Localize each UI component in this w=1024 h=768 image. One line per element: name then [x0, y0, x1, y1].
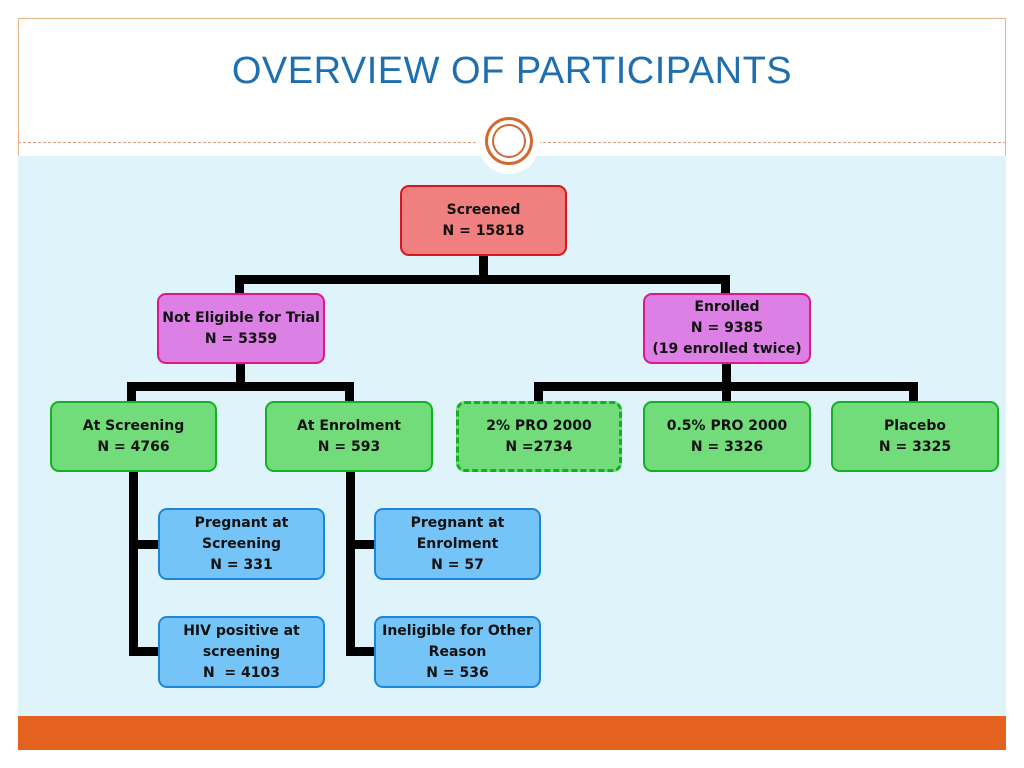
connector-to-placebo — [909, 382, 918, 401]
ineligible-other-line1: Ineligible for Other — [382, 622, 533, 639]
connector-screened-down — [479, 255, 488, 279]
pro-2pct-count: N =2734 — [505, 438, 573, 455]
connector-to-pregnant-enrolment — [346, 540, 376, 549]
pregnant-screening-line2: Screening — [201, 535, 282, 552]
pro-05pct-count: N = 3326 — [690, 438, 764, 455]
screened-box: Screened N = 15818 — [400, 185, 567, 256]
screened-label: Screened — [446, 201, 521, 218]
connector-to-pro-2pct — [534, 382, 543, 401]
connector-enrolled-down — [722, 364, 731, 386]
pregnant-enrolment-box: Pregnant at Enrolment N = 57 — [374, 508, 541, 580]
pregnant-screening-count: N = 331 — [210, 556, 273, 573]
not-eligible-count: N = 5359 — [204, 330, 278, 347]
connector-not-eligible-down — [236, 364, 245, 386]
pregnant-enrolment-count: N = 57 — [431, 556, 484, 573]
placebo-label: Placebo — [884, 417, 946, 434]
placebo-count: N = 3325 — [878, 438, 952, 455]
connector-level1-horizontal — [235, 275, 730, 284]
connector-to-not-eligible — [235, 275, 244, 293]
connector-to-at-enrolment — [345, 382, 354, 401]
hiv-positive-box: HIV positive at screening N = 4103 — [158, 616, 325, 688]
enrolled-box: Enrolled N = 9385 (19 enrolled twice) — [643, 293, 811, 364]
connector-to-at-screening — [127, 382, 136, 401]
connector-to-hiv-positive — [129, 647, 160, 656]
connector-at-enrolment-vertical — [346, 471, 355, 656]
footer-bar — [18, 716, 1006, 750]
pregnant-enrolment-line1: Pregnant at — [410, 514, 505, 531]
pro-2pct-label: 2% PRO 2000 — [486, 417, 592, 434]
hiv-positive-count: N = 4103 — [202, 664, 281, 681]
placebo-box: Placebo N = 3325 — [831, 401, 999, 472]
ineligible-other-line2: Reason — [428, 643, 487, 660]
ineligible-other-count: N = 536 — [426, 664, 489, 681]
pregnant-screening-line1: Pregnant at — [194, 514, 289, 531]
hiv-positive-line1: HIV positive at — [183, 622, 300, 639]
connector-to-pro-05pct — [722, 382, 731, 401]
at-screening-label: At Screening — [82, 417, 185, 434]
at-enrolment-count: N = 593 — [317, 438, 381, 455]
ineligible-other-box: Ineligible for Other Reason N = 536 — [374, 616, 541, 688]
pregnant-enrolment-line2: Enrolment — [416, 535, 499, 552]
divider-ornament-ring-icon — [485, 117, 533, 165]
enrolled-label: Enrolled — [694, 299, 760, 315]
pro-05pct-box: 0.5% PRO 2000 N = 3326 — [643, 401, 811, 472]
not-eligible-label: Not Eligible for Trial — [162, 309, 320, 326]
pregnant-screening-box: Pregnant at Screening N = 331 — [158, 508, 325, 580]
enrolled-note: (19 enrolled twice) — [652, 341, 802, 357]
at-screening-box: At Screening N = 4766 — [50, 401, 217, 472]
at-enrolment-box: At Enrolment N = 593 — [265, 401, 433, 472]
pro-2pct-box: 2% PRO 2000 N =2734 — [456, 401, 622, 472]
connector-to-enrolled — [721, 275, 730, 293]
connector-level2-left-horizontal — [127, 382, 354, 391]
connector-at-screening-vertical — [129, 471, 138, 656]
connector-to-ineligible-other — [346, 647, 376, 656]
connector-to-pregnant-screening — [129, 540, 160, 549]
at-screening-count: N = 4766 — [97, 438, 170, 455]
divider-ornament-inner-ring-icon — [492, 124, 526, 158]
enrolled-count: N = 9385 — [690, 320, 764, 336]
hiv-positive-line2: screening — [202, 643, 281, 660]
not-eligible-box: Not Eligible for Trial N = 5359 — [157, 293, 325, 364]
slide-title: OVERVIEW OF PARTICIPANTS — [231, 50, 793, 92]
pro-05pct-label: 0.5% PRO 2000 — [666, 417, 788, 434]
screened-count: N = 15818 — [442, 222, 525, 239]
at-enrolment-label: At Enrolment — [297, 417, 401, 434]
